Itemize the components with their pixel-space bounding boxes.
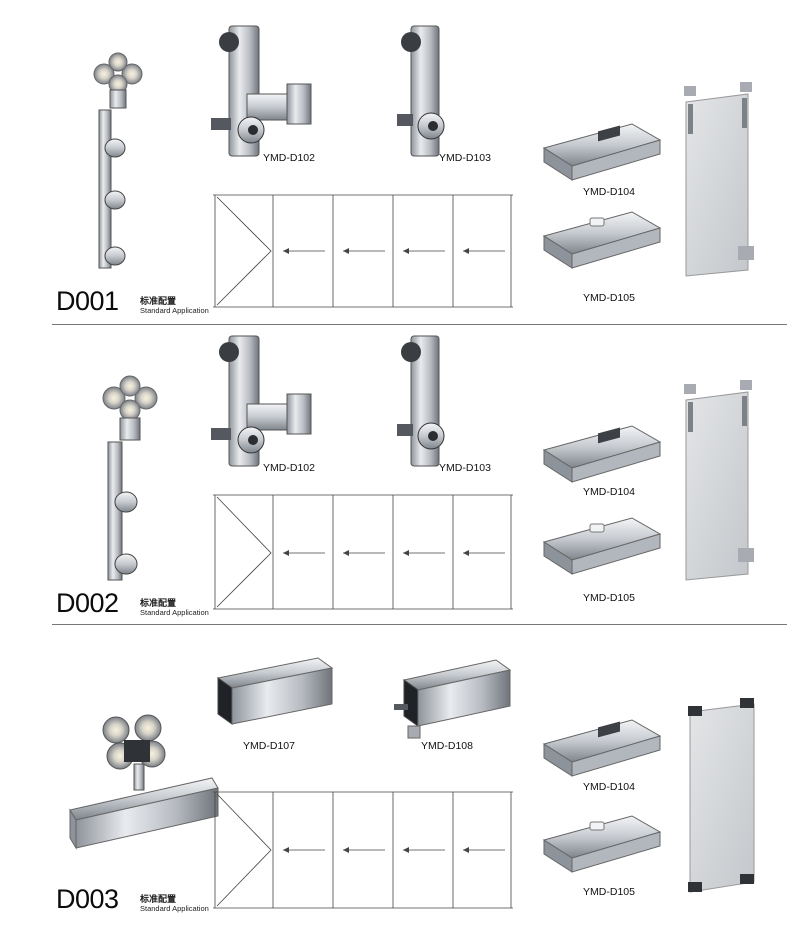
section-d002: YMD-D102 YMD-D103 YMD-D104 YMD-D105 [0,326,807,626]
subtitle-cn: 标准配置 [140,598,177,608]
label-d108: YMD-D108 [421,740,473,752]
patch-d104-image [542,425,662,483]
roller-column-image [93,52,143,269]
section-divider [52,324,787,325]
subtitle-en: Standard Application [140,904,209,913]
section-d001: YMD-D102 YMD-D103 YMD-D104 YMD-D105 [0,0,807,326]
label-d102: YMD-D102 [263,462,315,474]
fitting-d102-image [211,335,312,467]
fitting-d102-image [211,25,312,157]
patch-d105-image [542,815,662,873]
subtitle-cn: 标准配置 [140,296,177,306]
subtitle-en: Standard Application [140,608,209,617]
patch-d105-image [542,211,662,269]
clamp-d107-image [216,657,334,725]
glass-door-image [684,82,754,277]
label-d107: YMD-D107 [243,740,295,752]
section-divider [52,624,787,625]
section-code: D001 [56,286,119,316]
technical-drawing [213,494,513,610]
label-d104: YMD-D104 [583,486,635,498]
label-d103: YMD-D103 [439,462,491,474]
subtitle-en: Standard Application [140,306,209,315]
label-d103: YMD-D103 [439,152,491,164]
glass-door-image [688,698,755,893]
patch-d104-image [542,123,662,181]
roller-column-image [102,375,158,581]
section-code: D002 [56,588,119,618]
glass-door-image [684,380,754,581]
label-d105: YMD-D105 [583,886,635,898]
label-d104: YMD-D104 [583,781,635,793]
clamp-d108-image [394,659,512,739]
fitting-d103-image [397,335,445,467]
subtitle-cn: 标准配置 [140,894,177,904]
label-d105: YMD-D105 [583,592,635,604]
section-d003: YMD-D107 YMD-D108 YMD-D104 YMD-D105 [0,626,807,926]
label-d104: YMD-D104 [583,186,635,198]
roller-clamp-image [69,714,219,850]
technical-drawing [213,194,513,308]
fitting-d103-image [397,25,445,157]
patch-d105-image [542,517,662,575]
section-code: D003 [56,884,119,914]
technical-drawing [213,791,513,909]
patch-d104-image [542,719,662,777]
label-d102: YMD-D102 [263,152,315,164]
label-d105: YMD-D105 [583,292,635,304]
